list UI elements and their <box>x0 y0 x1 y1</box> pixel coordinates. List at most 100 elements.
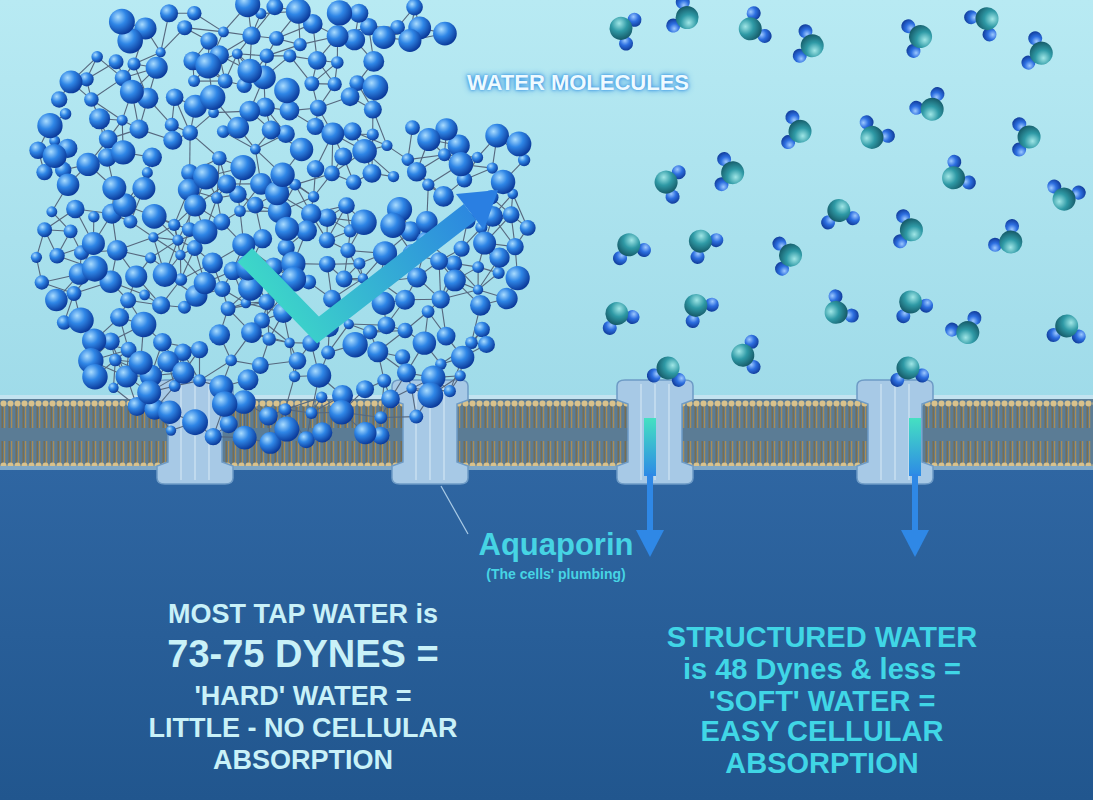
water-sphere <box>132 177 155 200</box>
water-molecule <box>1046 313 1087 343</box>
water-sphere <box>153 333 172 352</box>
water-sphere <box>354 422 376 444</box>
water-sphere <box>172 362 194 384</box>
water-sphere <box>507 132 532 157</box>
aquaporin-channel <box>392 380 468 484</box>
oxygen-atom <box>1018 125 1041 148</box>
water-sphere <box>192 219 217 244</box>
water-sphere <box>280 101 300 121</box>
oxygen-atom <box>971 2 1004 35</box>
water-sphere <box>341 87 360 106</box>
water-molecule <box>985 216 1032 264</box>
water-sphere <box>308 191 319 202</box>
water-sphere <box>266 0 283 15</box>
water-sphere <box>66 200 85 219</box>
water-sphere <box>342 332 367 357</box>
water-sphere <box>430 252 448 270</box>
water-sphere <box>221 301 236 316</box>
water-sphere <box>381 390 400 409</box>
water-sphere <box>137 380 161 404</box>
oxygen-atom <box>652 168 680 196</box>
water-sphere <box>91 51 103 63</box>
water-molecule <box>731 4 773 52</box>
water-sphere <box>520 220 536 236</box>
water-sphere <box>367 128 379 140</box>
water-sphere <box>298 431 315 448</box>
water-sphere <box>346 174 362 190</box>
water-sphere <box>353 258 365 270</box>
water-sphere <box>160 4 178 22</box>
water-sphere <box>307 118 324 135</box>
water-sphere <box>310 100 327 117</box>
water-sphere <box>284 338 294 348</box>
claim-value: 73-75 DYNES = <box>88 632 518 678</box>
water-sphere <box>372 26 395 49</box>
water-sphere <box>43 144 67 168</box>
water-sphere <box>283 49 296 62</box>
water-sphere <box>158 401 181 424</box>
water-sphere <box>289 371 300 382</box>
water-sphere <box>413 331 436 354</box>
water-sphere <box>406 383 416 393</box>
water-molecule <box>664 0 705 40</box>
water-sphere <box>60 108 72 120</box>
water-sphere <box>349 4 368 23</box>
water-molecule <box>714 151 746 193</box>
cell-interior <box>0 468 1093 800</box>
water-sphere <box>432 290 450 308</box>
water-sphere <box>296 220 317 241</box>
water-sphere <box>57 173 80 196</box>
water-sphere <box>250 144 261 155</box>
water-sphere <box>230 155 255 180</box>
oxygen-atom <box>606 14 635 43</box>
channel-line <box>894 384 896 480</box>
part-name: Aquaporin <box>431 526 681 563</box>
water-sphere <box>454 241 470 257</box>
channel-line <box>415 384 417 480</box>
water-sphere <box>168 219 180 231</box>
water-sphere <box>125 266 147 288</box>
water-sphere <box>473 232 496 255</box>
water-sphere <box>343 122 361 140</box>
water-sphere <box>397 323 412 338</box>
water-sphere <box>194 272 216 294</box>
oxygen-atom <box>730 343 755 368</box>
water-sphere <box>444 385 456 397</box>
oxygen-atom <box>720 160 745 185</box>
water-molecule <box>673 284 721 331</box>
water-sphere <box>166 88 184 106</box>
claim-text: LITTLE - NO CELLULAR ABSORPTION <box>103 712 503 777</box>
water-sphere <box>270 163 294 187</box>
water-molecule <box>900 15 936 59</box>
oxygen-atom <box>778 242 803 267</box>
water-sphere <box>129 351 153 375</box>
water-sphere <box>473 285 483 295</box>
water-sphere <box>433 22 457 46</box>
water-sphere <box>108 383 118 393</box>
claim-text: 'HARD' WATER = <box>88 680 518 712</box>
water-sphere <box>165 118 179 132</box>
water-sphere <box>327 0 352 25</box>
water-sphere <box>145 252 156 263</box>
water-sphere <box>356 380 374 398</box>
water-sphere <box>293 38 306 51</box>
water-sphere <box>312 422 332 442</box>
water-sphere <box>35 275 49 289</box>
water-sphere <box>493 267 505 279</box>
water-sphere <box>338 197 355 214</box>
channel-line <box>668 384 670 480</box>
water-sphere <box>46 206 57 217</box>
channel-body <box>617 380 693 484</box>
water-sphere <box>188 75 200 87</box>
water-molecule <box>1042 178 1087 215</box>
water-sphere <box>395 290 415 310</box>
lipid-bilayer <box>0 399 1093 470</box>
down-arrow <box>647 474 653 532</box>
oxygen-atom <box>798 32 826 60</box>
water-sphere <box>193 164 219 190</box>
water-molecule <box>849 113 897 158</box>
water-sphere <box>252 357 269 374</box>
water-sphere <box>218 26 229 37</box>
aquaporin-channel <box>857 380 933 484</box>
water-molecule <box>887 353 931 388</box>
